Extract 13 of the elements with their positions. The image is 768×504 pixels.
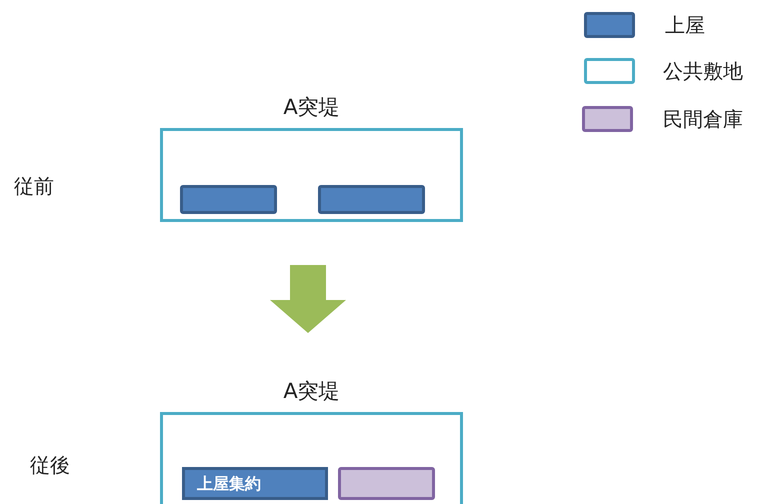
legend-label: 公共敷地: [663, 61, 743, 81]
heading: A突堤: [282, 381, 341, 402]
shed-bar: [182, 467, 328, 500]
row-label: 従前: [14, 176, 54, 196]
heading: A突堤: [282, 97, 341, 118]
legend-label: 上屋: [665, 15, 705, 35]
bar-label: 上屋集約: [197, 476, 261, 492]
legend-label: 民間倉庫: [663, 109, 743, 129]
shed-bar: [318, 185, 425, 214]
arrow: [270, 265, 346, 333]
shed-bar: [180, 185, 277, 214]
row-label: 従後: [30, 455, 70, 475]
warehouse-bar: [338, 467, 435, 500]
